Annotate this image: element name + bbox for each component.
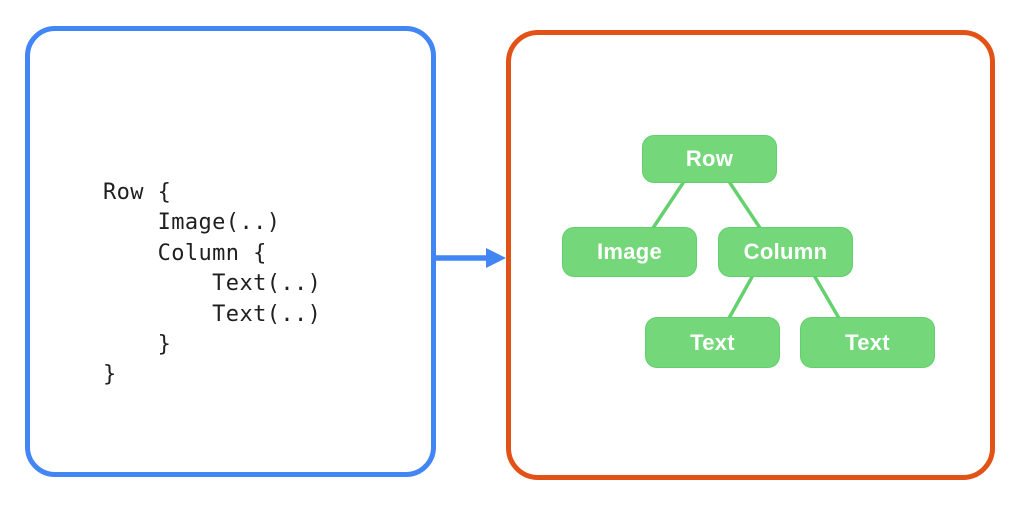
code-line: Row { <box>103 180 172 205</box>
code-line: Image(..) <box>103 210 281 236</box>
tree-edge-column-text-1 <box>726 275 754 322</box>
tree-edge-row-image <box>651 181 685 230</box>
tree-panel: Row Image Column Text Text <box>506 30 995 480</box>
tree-node-text-1: Text <box>645 317 780 368</box>
tree-node-row: Row <box>642 135 777 183</box>
tree-edge-column-text-2 <box>813 275 842 322</box>
code-line: Text(..) <box>103 301 322 327</box>
code-line: } <box>103 332 172 358</box>
code-line: Column { <box>103 240 267 266</box>
arrow-head <box>486 248 506 268</box>
tree-node-image: Image <box>562 227 697 277</box>
arrow-right-icon <box>434 248 506 268</box>
tree-edge-row-column <box>728 181 762 230</box>
tree-node-column: Column <box>718 227 853 277</box>
code-line: Text(..) <box>103 271 322 297</box>
tree-node-text-2: Text <box>800 317 935 368</box>
code-panel: Row { Image(..) Column { Text(..) Text(.… <box>25 26 436 477</box>
tree-edges <box>651 181 842 322</box>
code-line: } <box>103 362 117 388</box>
code-block: Row { Image(..) Column { Text(..) Text(.… <box>103 178 321 391</box>
